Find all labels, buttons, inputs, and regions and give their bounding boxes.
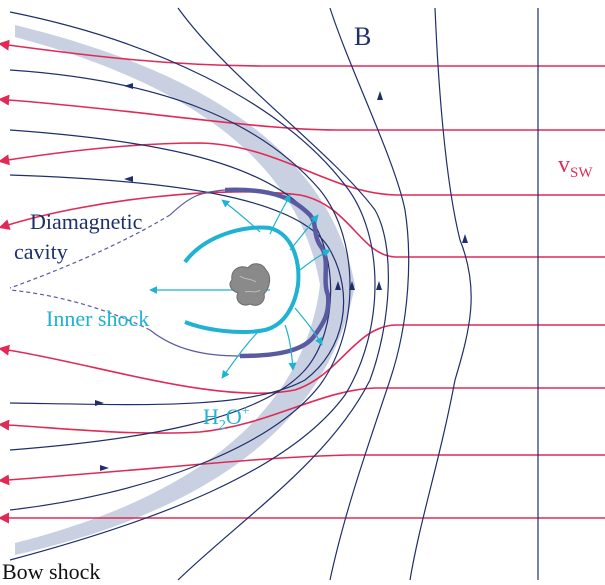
bow-shock-band [15,25,355,555]
diamagnetic-cavity-label: Diamagnetic [30,209,143,234]
arrowhead-icon [124,176,133,182]
ion-flow-arrow [269,194,291,235]
arrowhead-icon [95,400,104,406]
solar-wind-velocity-label: vSW [558,152,593,181]
ion-flow-arrow [299,249,331,271]
field-line [177,7,389,581]
magnetic-field-label: B [354,22,371,51]
arrowhead-icon [377,91,383,100]
bow-shock-label: Bow shock [2,559,100,584]
cavity-dashed-extension [9,214,171,289]
ion-flow-arrow [294,307,323,346]
diamagnetic-cavity-label-line2: cavity [14,239,68,264]
arrowhead-icon [349,281,355,290]
ion-flow-arrow [221,329,261,379]
cavity-boundary-extension [149,329,241,357]
field-line [9,11,376,561]
solar-wind-line [0,94,605,131]
field-line [9,129,332,451]
solar-wind-flow-lines [0,39,605,524]
ion-flow-arrow [284,324,297,371]
arrowhead-icon [376,281,382,290]
ion-flow-arrow [221,199,261,233]
field-direction-arrows [95,83,468,471]
diamagnetic-cavity-boundary [224,187,331,359]
arrowhead-icon [124,83,133,89]
field-line [9,174,345,406]
solar-wind-line [0,454,605,486]
comet-nucleus-icon [229,263,271,306]
field-line [409,7,472,581]
arrowhead-icon [335,281,341,290]
inner-shock-curve [183,225,301,334]
solar-wind-line [0,324,605,395]
ion-flow-arrow [289,214,319,251]
field-line [9,69,351,511]
cavity-boundary-extension [169,189,226,216]
solar-wind-line [0,191,605,258]
water-ion-label: H2O+ [203,404,250,433]
solar-wind-line [0,142,605,196]
cavity-dashed-extension [9,289,151,331]
arrowhead-icon [462,234,468,243]
solar-wind-line [0,387,605,434]
field-line [329,7,410,581]
magnetic-field-lines [9,7,539,581]
arrowhead-icon [100,465,109,471]
inner-shock-label: Inner shock [46,306,149,331]
solar-wind-line [0,39,605,67]
